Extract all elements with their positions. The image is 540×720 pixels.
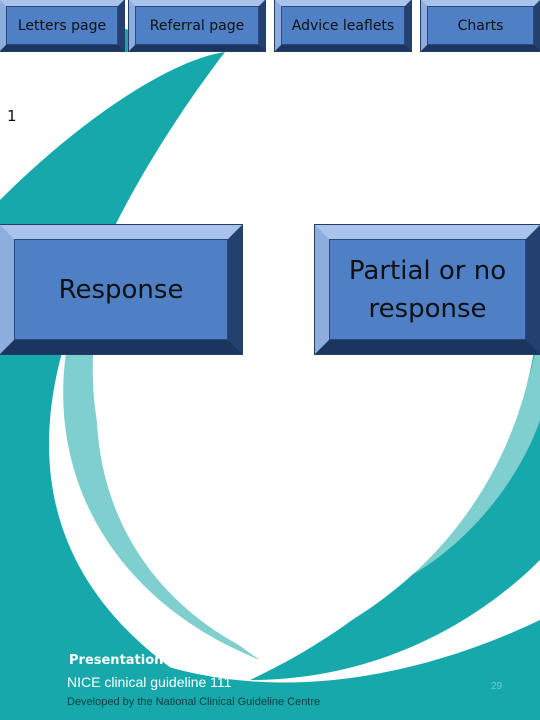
light-teal-right [380,320,540,590]
slide-label: 1 [7,107,17,125]
white-shape [96,52,540,660]
button-face [135,6,259,45]
nav-charts-label: Charts [457,17,504,34]
button-face [6,6,118,45]
response-button[interactable]: Response [0,225,242,354]
footer-guideline-text: NICE clinical guideline 111 [67,674,232,690]
teal-bottom [0,560,540,720]
partial-response-button[interactable]: Partial or no response [315,225,540,354]
nav-referral-button[interactable]: Referral page [129,0,265,51]
response-label: Response [58,274,184,305]
nav-referral-label: Referral page [149,17,245,34]
nav-letters-button[interactable]: Letters page [0,0,124,51]
nav-letters-label: Letters page [17,17,107,34]
button-face [329,239,526,340]
teal-right [250,300,540,680]
button-face [281,6,405,45]
partial-response-label: Partial or no response [348,255,507,324]
footer-developer-text: Developed by the National Clinical Guide… [67,696,321,708]
nav-advice-button[interactable]: Advice leaflets [275,0,411,51]
page-number: 29 [491,681,503,692]
button-face [427,6,534,45]
footer-presentation-text: Presentation based upon [69,653,254,668]
nav-charts-button[interactable]: Charts [421,0,540,51]
button-face [14,239,228,340]
teal-shape [0,0,260,720]
nav-advice-label: Advice leaflets [291,17,395,34]
white-top-left [0,52,225,200]
light-teal-crescent [63,330,260,660]
